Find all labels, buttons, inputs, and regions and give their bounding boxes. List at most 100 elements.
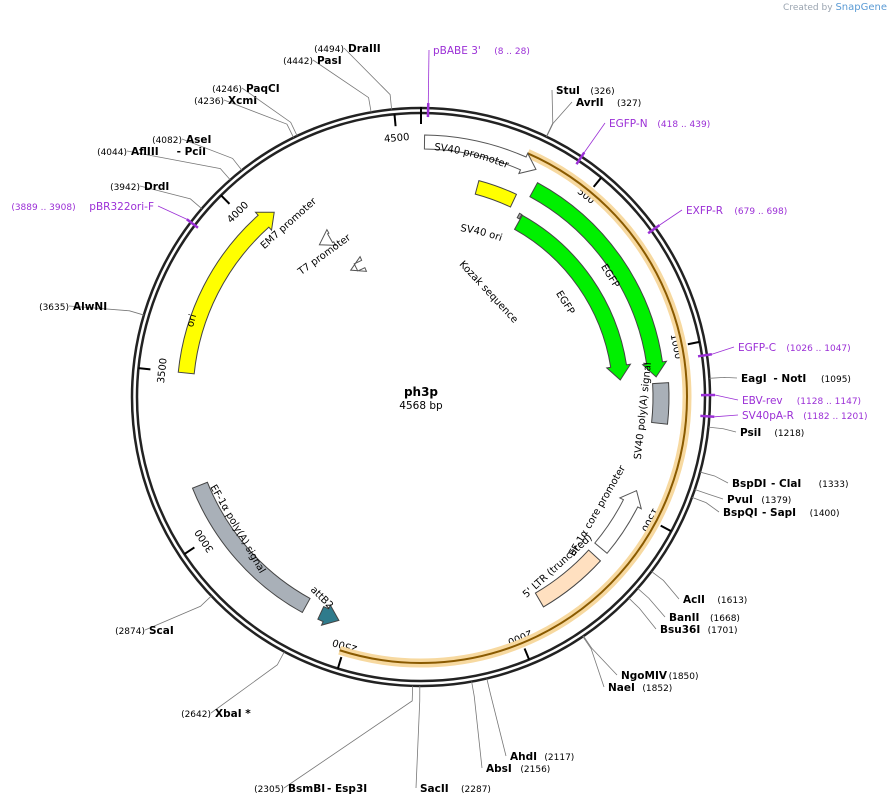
backbone — [130, 106, 712, 688]
enzyme-leader-line — [181, 138, 243, 171]
enzyme-site-ngomiv[interactable]: NgoMIV(1850) — [583, 635, 699, 682]
enzyme-site-absi[interactable]: AbsI(2156) — [471, 681, 551, 775]
primer-pbabe-3[interactable]: pBABE 3'(8 .. 28) — [426, 45, 530, 118]
enzyme-position: (4494) — [314, 45, 344, 55]
enzyme-position: (1400) — [810, 509, 840, 519]
primer-name: pBR322ori-F — [89, 201, 154, 213]
enzyme-site-drdi[interactable]: (3942)DrdI — [110, 181, 203, 209]
enzyme-name-suffix: - ClaI — [771, 478, 801, 490]
enzyme-name-suffix: - NotI — [773, 373, 806, 385]
primer-ebv-rev[interactable]: EBV-rev(1128 .. 1147) — [700, 393, 861, 407]
enzyme-position: (1852) — [642, 684, 672, 694]
primer-mark — [647, 224, 661, 235]
enzyme-site-paqci[interactable]: (4246)PaqCI — [212, 83, 298, 137]
enzyme-name: EagI — [741, 373, 767, 385]
enzyme-leader-line — [126, 150, 231, 181]
enzyme-site-pasi[interactable]: (4442)PasI — [283, 55, 372, 113]
feature-label-ori: ori — [185, 313, 199, 328]
enzyme-site-bsmbi[interactable]: (2305)BsmBI- Esp3I — [254, 685, 414, 795]
enzyme-site-banii[interactable]: BanII (1668) — [637, 588, 740, 624]
feature-egfp-3 — [529, 181, 668, 378]
snapgene-logo: SnapGene — [835, 2, 887, 13]
enzyme-name: ScaI — [149, 625, 174, 637]
features-layer — [177, 134, 692, 668]
enzyme-leader-line — [210, 651, 285, 714]
enzyme-leader-line — [709, 376, 738, 379]
enzyme-position: (1850) — [669, 672, 699, 682]
orf-highlight — [338, 149, 692, 668]
enzyme-site-draiii[interactable]: (4494)DraIII — [314, 43, 393, 110]
enzyme-site-xbai[interactable]: (2642)XbaI * — [181, 651, 285, 720]
enzyme-site-bspqi[interactable]: BspQI - SapI (1400) — [691, 497, 840, 519]
orf-line — [339, 152, 688, 664]
feature-label-sv40-ori: SV40 ori — [460, 223, 504, 244]
enzyme-site-psii[interactable]: PsiI(1218) — [708, 426, 804, 439]
feature-sv40-promoter-0 — [423, 134, 537, 175]
enzyme-name: BspQI — [723, 507, 758, 519]
enzyme-site-pvui[interactable]: PvuI(1379) — [694, 489, 792, 506]
enzyme-leader-line — [708, 426, 737, 433]
enzyme-leader-line — [628, 597, 657, 630]
tick-1000 — [687, 340, 700, 346]
enzyme-name: NaeI — [608, 682, 635, 694]
enzyme-leader-line — [139, 185, 203, 209]
tick-4000 — [220, 194, 231, 205]
enzyme-site-naei[interactable]: NaeI (1852) — [582, 636, 673, 694]
enzyme-position: (2874) — [115, 627, 145, 637]
enzyme-name-suffix: - SapI — [762, 507, 796, 519]
enzyme-site-sacii[interactable]: SacII(2287) — [415, 685, 491, 795]
enzyme-site-avrii[interactable]: AvrII(327) — [546, 97, 642, 137]
primer-sv40pa-r[interactable]: SV40pA-R(1182 .. 1201) — [700, 410, 867, 422]
enzyme-name: StuI — [556, 85, 580, 97]
enzyme-name: BspDI — [732, 478, 766, 490]
enzyme-site-asei[interactable]: (4082)AseI — [152, 134, 243, 171]
enzyme-position: (1613) — [717, 596, 747, 606]
center-label: ph3p 4568 bp — [399, 385, 443, 412]
enzyme-leader-line — [583, 635, 618, 676]
primer-egfp-n[interactable]: EGFP-N (418 .. 439) — [575, 118, 710, 165]
enzyme-name-suffix: - Esp3I — [327, 783, 367, 795]
primer-name: EGFP-N — [609, 118, 648, 130]
enzyme-site-bspdi[interactable]: BspDI - ClaI (1333) — [699, 471, 849, 490]
enzyme-site-stui[interactable]: StuI(326) — [545, 85, 615, 137]
primer-leader-line — [714, 394, 739, 401]
feature-kozak-sequence-2 — [516, 212, 523, 220]
primer-leader-line — [427, 49, 430, 104]
enzyme-position: (4236) — [194, 97, 224, 107]
enzyme-position: (1333) — [819, 480, 849, 490]
enzyme-site-acli[interactable]: AclI(1613) — [651, 571, 747, 606]
feature-label-sv40-polya: SV40 poly(A) signal — [633, 362, 654, 460]
enzyme-site-ahdi[interactable]: AhdI(2117) — [486, 678, 575, 763]
enzyme-name: AflIII — [131, 146, 159, 158]
enzyme-position: (327) — [617, 99, 641, 109]
enzyme-position: (4246) — [212, 85, 242, 95]
snapgene-brand: Created by SnapGene — [783, 2, 887, 13]
primer-leader-line — [714, 414, 739, 418]
enzyme-name: AseI — [186, 134, 211, 146]
enzyme-site-eagi[interactable]: EagI- NotI(1095) — [709, 373, 851, 385]
enzyme-position: (2156) — [520, 765, 550, 775]
enzyme-site-afliii[interactable]: (4044)AflIII- PciI — [97, 146, 231, 181]
enzyme-name: PasI — [317, 55, 342, 67]
enzyme-leader-line — [283, 685, 414, 789]
enzyme-position: (1668) — [710, 614, 740, 624]
created-by-text: Created by — [783, 3, 833, 13]
enzymes-layer: StuI(326)AvrII(327)EagI- NotI(1095)PsiI(… — [39, 43, 851, 795]
primer-name: EBV-rev — [742, 395, 783, 407]
enzyme-leader-line — [312, 59, 372, 113]
enzyme-site-bsu36i[interactable]: Bsu36I(1701) — [628, 597, 738, 636]
primer-egfp-c[interactable]: EGFP-C(1026 .. 1047) — [697, 342, 851, 358]
enzyme-site-scai[interactable]: (2874) ScaI — [115, 595, 212, 637]
primer-position: (418 .. 439) — [657, 120, 710, 130]
enzyme-leader-line — [415, 685, 421, 789]
enzyme-name: AhdI — [510, 751, 537, 763]
primer-leader-line — [583, 122, 606, 153]
primer-pbr322ori-f[interactable]: pBR322ori-F(3889 .. 3908) — [11, 201, 199, 229]
plasmid-length: 4568 bp — [399, 400, 443, 412]
enzyme-name: BanII — [669, 612, 699, 624]
enzyme-site-alwni[interactable]: (3635)AlwNI — [39, 301, 144, 316]
primer-position: (1182 .. 1201) — [803, 412, 867, 422]
enzyme-site-xcmi[interactable]: (4236)XcmI — [194, 95, 294, 138]
enzyme-position: (3942) — [110, 183, 140, 193]
primer-exfp-r[interactable]: EXFP-R(679 .. 698) — [647, 205, 787, 235]
